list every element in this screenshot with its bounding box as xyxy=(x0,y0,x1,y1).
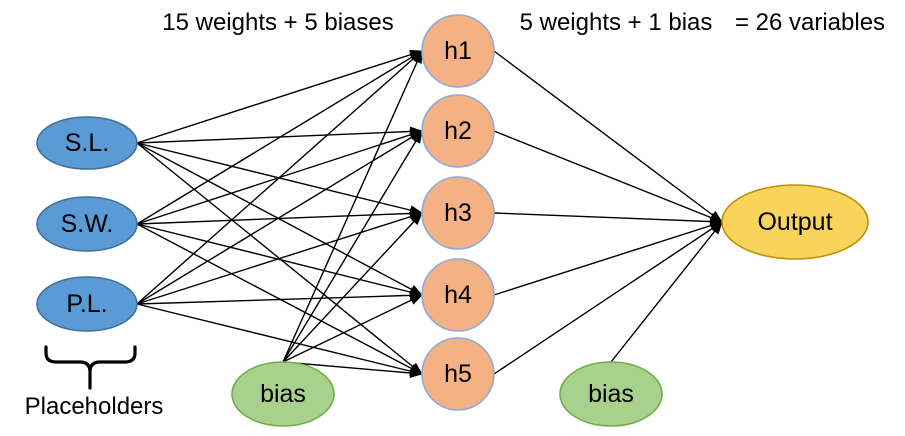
node-bias2 xyxy=(559,361,663,427)
edge-h3-out xyxy=(493,212,723,227)
node-sw xyxy=(36,196,138,252)
edge-bias1-h5 xyxy=(282,361,423,378)
placeholders-brace xyxy=(44,345,137,390)
edge-h1-out xyxy=(493,50,723,223)
edge-pl-h2 xyxy=(136,130,423,305)
node-label-pl: P.L. xyxy=(66,290,107,318)
node-sl xyxy=(36,116,138,170)
node-label-sl: S.L. xyxy=(65,129,109,157)
edge-pl-h4 xyxy=(136,290,423,305)
edges-layer xyxy=(136,49,723,378)
node-label-bias1: bias xyxy=(260,380,306,408)
placeholders-label: Placeholders xyxy=(24,393,164,420)
node-label-h5: h5 xyxy=(444,360,472,388)
hidden-layer-params-label: 15 weights + 5 biases xyxy=(162,9,394,36)
edge-sl-h1 xyxy=(136,49,423,144)
node-label-sw: S.W. xyxy=(61,210,114,238)
edge-bias1-h4 xyxy=(282,294,423,363)
node-h4 xyxy=(421,258,495,332)
output-layer-params-label: 5 weights + 1 bias xyxy=(519,9,713,36)
node-h3 xyxy=(421,176,495,250)
node-label-h4: h4 xyxy=(444,281,472,309)
edge-bias1-h2 xyxy=(282,130,423,363)
node-label-out: Output xyxy=(757,208,832,236)
node-label-h1: h1 xyxy=(444,37,472,65)
edge-pl-h5 xyxy=(136,303,423,376)
node-h5 xyxy=(421,337,495,411)
edge-pl-h3 xyxy=(136,211,423,305)
total-variables-label: = 26 variables xyxy=(734,9,886,36)
edge-sw-h4 xyxy=(136,223,423,297)
node-label-h3: h3 xyxy=(444,199,472,227)
edge-h4-out xyxy=(493,220,723,296)
edge-bias1-h1 xyxy=(282,50,423,363)
node-h1 xyxy=(421,14,495,88)
edge-pl-h1 xyxy=(136,50,423,305)
node-h2 xyxy=(421,94,495,168)
edge-sw-h1 xyxy=(136,50,423,225)
node-label-bias2: bias xyxy=(588,380,634,408)
node-pl xyxy=(36,276,138,332)
edge-bias1-h3 xyxy=(282,212,423,363)
edge-bias2-out xyxy=(610,221,723,363)
edge-h5-out xyxy=(493,221,723,375)
nodes-layer: S.L. S.W. P.L. h1 h2 h3 h4 h5 bias bias Output xyxy=(36,14,869,427)
node-label-h2: h2 xyxy=(444,117,472,145)
node-out xyxy=(721,184,869,260)
edge-sw-h3 xyxy=(136,208,423,225)
edge-h2-out xyxy=(493,130,723,223)
node-bias1 xyxy=(231,361,335,427)
